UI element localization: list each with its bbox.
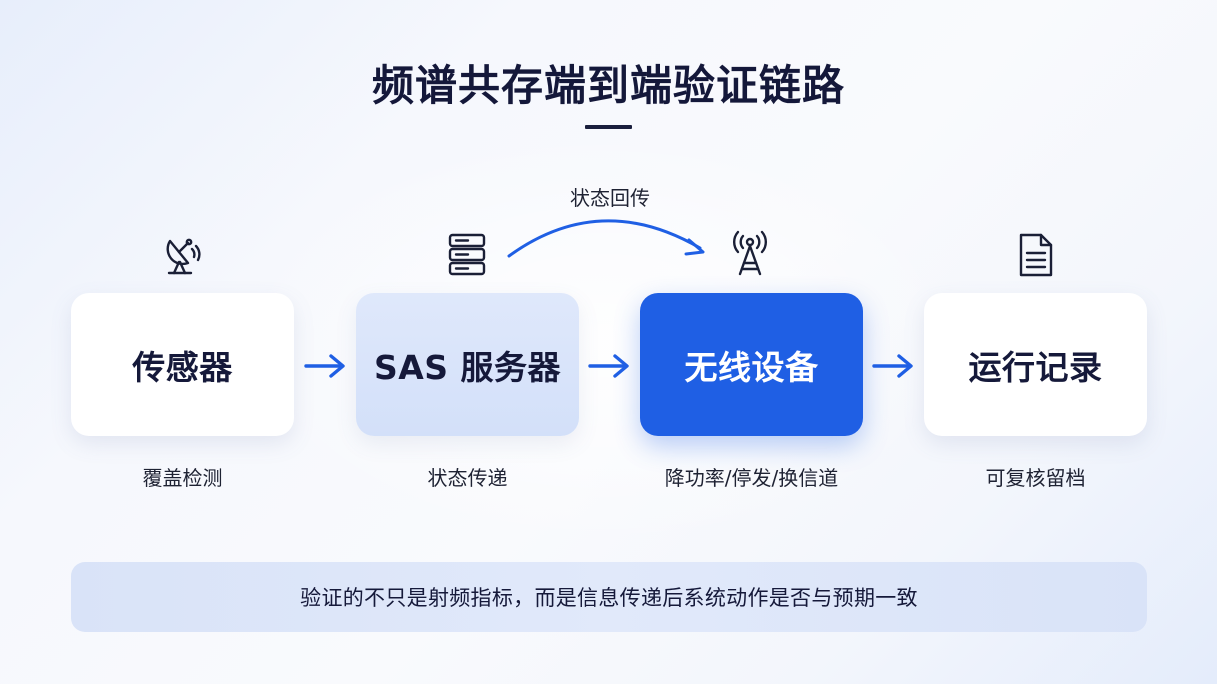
flow-arrow	[588, 354, 629, 378]
node-label: 传感器	[132, 347, 233, 387]
node-wireless-device: 无线设备	[640, 293, 863, 436]
page-title: 频谱共存端到端验证链路	[371, 61, 845, 110]
node-caption: 可复核留档	[985, 466, 1086, 490]
document-icon	[1019, 233, 1053, 277]
node-caption: 覆盖检测	[142, 466, 223, 490]
flow-arrow	[304, 354, 345, 378]
node-label: 无线设备	[684, 347, 819, 387]
node-sensor: 传感器	[71, 293, 294, 436]
node-label: 运行记录	[968, 347, 1103, 387]
title-underline	[585, 125, 632, 129]
node-operation-log: 运行记录	[924, 293, 1147, 436]
node-caption: 降功率/停发/换信道	[664, 466, 839, 490]
server-icon	[448, 233, 486, 276]
flow-arrow	[872, 354, 913, 378]
summary-note-text: 验证的不只是射频指标，而是信息传递后系统动作是否与预期一致	[300, 586, 918, 610]
satellite-dish-icon	[166, 238, 201, 275]
summary-note: 验证的不只是射频指标，而是信息传递后系统动作是否与预期一致	[71, 562, 1147, 632]
radio-tower-icon	[733, 230, 767, 276]
node-sas-server: SAS 服务器	[356, 293, 579, 436]
feedback-label: 状态回传	[570, 186, 650, 210]
node-label: SAS 服务器	[373, 347, 562, 387]
node-caption: 状态传递	[427, 466, 508, 490]
